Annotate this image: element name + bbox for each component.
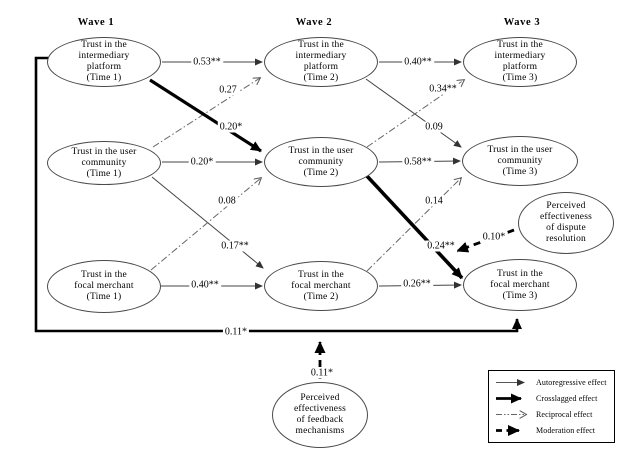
edge-platform1-merchant3: [34, 56, 522, 333]
moderation-arrow-icon: [496, 425, 520, 437]
coef-merchant1-community2: 0.08: [216, 195, 238, 207]
edge-community1-platform2: [152, 78, 260, 148]
legend-item-autoregressive: Autoregressive effect: [493, 376, 610, 389]
node-community-t3-label: Trust in the user community (Time 3): [487, 144, 553, 177]
node-community-t1-label: Trust in the user community (Time 1): [71, 146, 137, 179]
edge-platform1-community2: [149, 78, 262, 153]
coef-platform1-platform2: 0.53**: [191, 56, 223, 68]
wave-2-header: Wave 2: [295, 17, 333, 28]
node-platform-t1: Trust in the intermediary platform (Time…: [47, 37, 161, 87]
coef-community2-platform3: 0.34**: [427, 83, 459, 95]
legend-autoregressive-label: Autoregressive effect: [536, 377, 607, 387]
coef-community1-community2: 0.20*: [188, 156, 216, 168]
node-dispute-resolution: Perceived effectiveness of dispute resol…: [518, 192, 614, 254]
legend-box: Autoregressive effect Crosslagged effect…: [488, 370, 615, 443]
node-merchant-t1: Trust in the focal merchant (Time 1): [47, 260, 161, 313]
wave-3-header: Wave 3: [503, 17, 541, 28]
node-dispute-resolution-label: Perceived effectiveness of dispute resol…: [539, 201, 592, 244]
legend-item-moderation: Moderation effect: [493, 424, 610, 437]
legend-item-crosslagged: Crosslagged effect: [493, 392, 610, 405]
node-feedback-mechanisms: Perceived effectiveness of feedback mech…: [272, 382, 368, 448]
node-merchant-t1-label: Trust in the focal merchant (Time 1): [74, 270, 134, 302]
node-merchant-t2-label: Trust in the focal merchant (Time 2): [291, 269, 351, 302]
coef-platform1-community2: 0.20*: [217, 121, 245, 133]
coef-feedback-moderation: 0.11*: [308, 367, 336, 379]
node-merchant-t3-label: Trust in the focal merchant (Time 3): [490, 268, 550, 301]
coef-platform2-community3: 0.09: [423, 121, 445, 133]
node-merchant-t2: Trust in the focal merchant (Time 2): [264, 261, 378, 311]
node-community-t1: Trust in the user community (Time 1): [47, 141, 161, 185]
coef-platform2-platform3: 0.40**: [402, 56, 434, 68]
node-community-t2: Trust in the user community (Time 2): [264, 137, 378, 187]
legend-item-reciprocal: Reciprocal effect: [493, 408, 610, 421]
coef-merchant1-merchant2: 0.40**: [189, 279, 221, 291]
coef-community2-merchant3: 0.24**: [425, 240, 457, 252]
node-platform-t1-label: Trust in the intermediary platform (Time…: [78, 40, 130, 83]
coef-merchant2-community3: 0.14: [423, 195, 445, 207]
coef-community1-platform2: 0.27: [217, 84, 239, 96]
node-community-t2-label: Trust in the user community (Time 2): [288, 145, 354, 178]
node-merchant-t3: Trust in the focal merchant (Time 3): [463, 259, 577, 311]
edge-merchant2-community3: [366, 178, 461, 272]
edge-platform2-community3: [365, 78, 462, 148]
node-platform-t2: Trust in the intermediary platform (Time…: [264, 37, 378, 87]
node-platform-t2-label: Trust in the intermediary platform (Time…: [295, 40, 347, 83]
reciprocal-arrow-icon: [496, 408, 533, 421]
node-platform-t3: Trust in the intermediary platform (Time…: [463, 37, 577, 87]
coef-community1-merchant2: 0.17**: [219, 240, 251, 252]
coef-dispute-moderation: 0.10*: [480, 231, 508, 243]
node-platform-t3-label: Trust in the intermediary platform (Time…: [494, 40, 546, 83]
coef-merchant2-merchant3: 0.26**: [401, 278, 433, 290]
node-community-t3: Trust in the user community (Time 3): [462, 136, 578, 186]
node-feedback-mechanisms-label: Perceived effectiveness of feedback mech…: [293, 393, 346, 436]
coef-community2-community3: 0.58**: [402, 156, 434, 168]
coef-platform1-merchant3: 0.11*: [222, 326, 250, 338]
legend-crosslagged-label: Crosslagged effect: [536, 393, 598, 403]
edge-community2-merchant3: [364, 173, 464, 280]
crosslagged-arrow-icon: [496, 393, 522, 404]
autoregressive-arrow-icon: [496, 378, 525, 386]
legend-moderation-label: Moderation effect: [536, 426, 596, 436]
edge-merchant1-community2: [150, 178, 261, 271]
wave-1-header: Wave 1: [77, 17, 115, 28]
legend-reciprocal-label: Reciprocal effect: [536, 410, 593, 420]
